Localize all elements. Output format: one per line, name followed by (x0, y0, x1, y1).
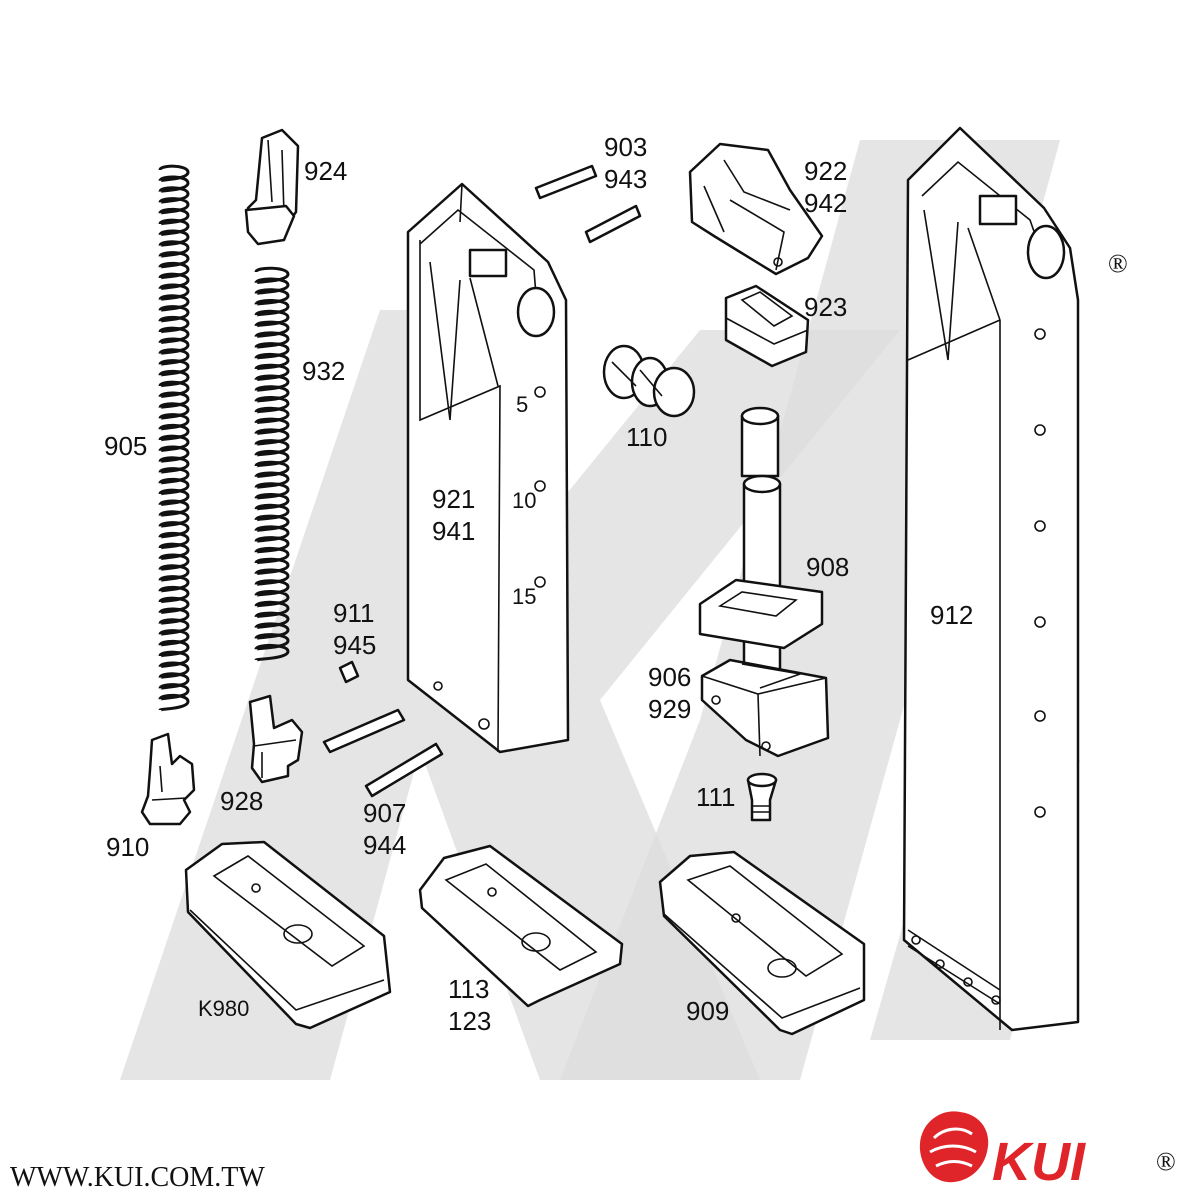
label-945: 945 (333, 630, 376, 660)
spring-932 (254, 266, 290, 662)
tube-908 (698, 406, 824, 678)
label-123: 123 (448, 1006, 491, 1036)
registered-mark-top: ® (1108, 249, 1128, 278)
label-941: 941 (432, 516, 475, 546)
follower-910 (140, 732, 196, 826)
follower-924 (244, 128, 300, 246)
mag-mark-5: 5 (516, 392, 528, 417)
label-111: 111 (696, 782, 736, 812)
label-929: 929 (648, 694, 691, 724)
label-909: 909 (686, 996, 729, 1026)
lion-head-icon (919, 1111, 989, 1183)
baseplate-909 (658, 850, 866, 1036)
label-907: 907 (363, 798, 406, 828)
brand-wordmark: KUI (992, 1132, 1086, 1192)
baseplate-113 (418, 844, 624, 1008)
label-923: 923 (804, 292, 847, 322)
label-944: 944 (363, 830, 406, 860)
label-K980: K980 (198, 996, 249, 1021)
label-910: 910 (106, 832, 149, 862)
website-url: WWW.KUI.COM.TW (10, 1162, 265, 1193)
magazine-shell-912 (902, 126, 1080, 1032)
label-932: 932 (302, 356, 345, 386)
baseplate-K980 (184, 840, 392, 1030)
mag-mark-10: 10 (512, 488, 536, 513)
valve-111 (746, 772, 778, 822)
label-924: 924 (304, 156, 347, 186)
follower-928 (248, 694, 304, 784)
label-922: 922 (804, 156, 847, 186)
base-906 (700, 658, 830, 758)
label-942: 942 (804, 188, 847, 218)
label-912: 912 (930, 600, 973, 630)
mag-mark-15: 15 (512, 584, 536, 609)
valve-110 (602, 344, 696, 418)
magazine-body-921: 5 10 15 (406, 182, 570, 754)
label-921: 921 (432, 484, 475, 514)
pin-907 (322, 708, 444, 798)
label-928: 928 (220, 786, 263, 816)
label-906: 906 (648, 662, 691, 692)
label-911: 911 (333, 598, 374, 628)
pin-903 (534, 164, 642, 244)
label-905: 905 (104, 431, 147, 461)
label-903: 903 (604, 132, 647, 162)
label-113: 113 (448, 974, 489, 1004)
label-908: 908 (806, 552, 849, 582)
label-110: 110 (626, 422, 667, 452)
kui-logo: KUI ® (919, 1111, 1176, 1192)
spring-905 (158, 164, 190, 712)
pin-911 (338, 660, 360, 684)
label-943: 943 (604, 164, 647, 194)
seal-923 (724, 284, 810, 368)
lip-922 (688, 142, 824, 276)
brand-registered-mark: ® (1156, 1147, 1176, 1176)
